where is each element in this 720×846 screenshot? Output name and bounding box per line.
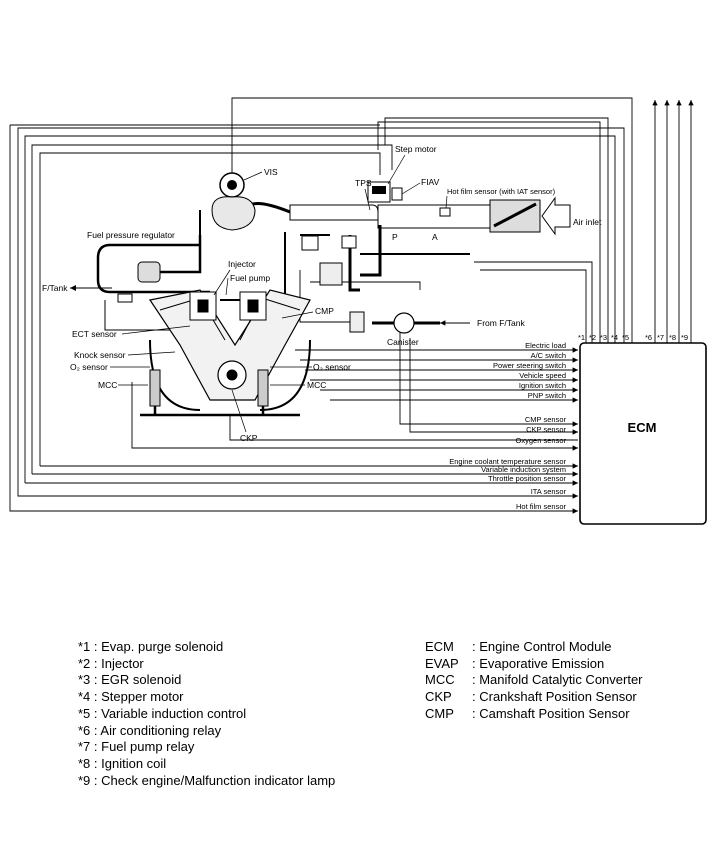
input-label: CMP sensor <box>525 415 567 424</box>
output-wires <box>17 97 633 490</box>
legend-abbreviations: ECM : Engine Control Module EVAP : Evapora… <box>425 639 643 723</box>
legend-item: *2 : Injector <box>78 655 144 671</box>
legend-item: *5 : Variable induction control <box>78 705 247 721</box>
input-label: Engine coolant temperature sensor <box>449 457 566 466</box>
o2-sensor-left-label: O₂ sensor <box>70 362 108 372</box>
ftank-left-label: F/Tank <box>42 283 68 293</box>
legend-item: *9 : Check engine/Malfunction indicator … <box>78 772 336 788</box>
engine-block <box>149 289 311 411</box>
mcc-left <box>149 369 161 407</box>
legend-item: *3 : EGR solenoid <box>78 672 182 688</box>
relay-arrows <box>652 100 694 343</box>
abbreviation-item: CKP : Crankshaft Position Sensor <box>425 689 643 706</box>
fuel-filter <box>117 293 133 303</box>
injector-label: Injector <box>228 259 256 269</box>
legend-item: *1 : Evap. purge solenoid <box>78 639 224 654</box>
pin-label: *8 <box>669 333 676 342</box>
input-label: Hot film sensor <box>516 502 567 511</box>
ect-sensor-label: ECT sensor <box>72 329 117 339</box>
pin-label: *1 <box>578 333 585 342</box>
input-labels: Electric load A/C switch Power steering … <box>449 341 566 511</box>
mcc-right-label: MCC <box>307 380 326 390</box>
hot-film-label: Hot film sensor (with IAT sensor) <box>447 187 556 196</box>
legend-item: *6 : Air conditioning relay <box>78 722 222 738</box>
pin-label: *6 <box>645 333 652 342</box>
exhaust-pipes <box>140 406 300 417</box>
pin-label: *7 <box>657 333 664 342</box>
abbreviation: CKP <box>425 689 452 705</box>
input-label: Ignition switch <box>519 381 566 390</box>
abbreviation-item: MCC : Manifold Catalytic Converter <box>425 672 643 689</box>
input-label: Throttle position sensor <box>488 474 566 483</box>
mcc-right <box>257 369 269 407</box>
input-label: Vehicle speed <box>519 371 566 380</box>
air-inlet-arrow <box>541 196 571 236</box>
ckp-label: CKP <box>240 433 258 443</box>
input-label: CKP sensor <box>526 425 566 434</box>
input-label: Variable induction system <box>481 465 566 474</box>
abbreviation-desc: : Engine Control Module <box>472 639 612 654</box>
abbreviation-item: EVAP : Evaporative Emission <box>425 656 643 673</box>
ecm-label: ECM <box>628 420 657 435</box>
legend-pin-list: *1 : Evap. purge solenoid *2 : Injector … <box>78 639 335 789</box>
step-motor-label: Step motor <box>395 144 437 154</box>
pin-label: *4 <box>611 333 618 342</box>
abbreviation-item: CMP : Camshaft Position Sensor <box>425 706 643 723</box>
o2-sensor-right-label: O₂ sensor <box>313 362 351 372</box>
vis-valve <box>211 172 256 231</box>
fuel-pressure-regulator-label: Fuel pressure regulator <box>87 230 175 240</box>
knock-sensor-label: Knock sensor <box>74 350 126 360</box>
fuel-pump-label: Fuel pump <box>230 273 270 283</box>
intake-duct <box>249 199 541 233</box>
abbreviation-desc: : Evaporative Emission <box>472 655 605 671</box>
legend-item: *4 : Stepper motor <box>78 689 184 705</box>
canister-label: Canister <box>387 337 419 347</box>
ecm-pin-labels: *1 *2 *3 *4 *5 *6 *7 *8 *9 <box>578 333 688 342</box>
mcc-left-label: MCC <box>98 380 117 390</box>
abbreviation-desc: : Crankshaft Position Sensor <box>472 689 637 705</box>
legend-item: *7 : Fuel pump relay <box>78 739 195 755</box>
abbreviation: CMP <box>425 705 454 721</box>
input-label: Power steering switch <box>493 361 566 370</box>
tps-label: TPS <box>355 178 372 188</box>
step-motor <box>367 181 403 203</box>
input-label: PNP switch <box>528 391 566 400</box>
fuel-pressure-regulator <box>137 261 161 283</box>
input-wires <box>9 124 578 514</box>
vis-label: VIS <box>264 167 278 177</box>
from-ftank-label: From F/Tank <box>477 318 525 328</box>
abbreviation: EVAP <box>425 655 459 671</box>
pin-label: *2 <box>589 333 596 342</box>
input-label: A/C switch <box>531 351 566 360</box>
abbreviation-desc: : Camshaft Position Sensor <box>472 705 630 721</box>
fiav-label: FIAV <box>421 177 440 187</box>
abbreviation: MCC <box>425 672 455 688</box>
port-a-label: A <box>432 232 438 242</box>
legend-item: *8 : Ignition coil <box>78 755 167 771</box>
pin-label: *5 <box>622 333 629 342</box>
input-label: ITA sensor <box>531 487 567 496</box>
pin-label: *9 <box>681 333 688 342</box>
canister <box>393 312 415 334</box>
abbreviation-desc: : Manifold Catalytic Converter <box>472 672 643 688</box>
purge-solenoid <box>301 235 365 333</box>
input-label: Oxygen sensor <box>516 436 567 445</box>
pin-label: *3 <box>600 333 607 342</box>
hot-film-sensor <box>439 207 451 217</box>
air-inlet-label: Air inlet <box>573 217 602 227</box>
input-label: Electric load <box>525 341 566 350</box>
ecm-box <box>579 342 707 525</box>
cmp-label: CMP <box>315 306 334 316</box>
port-p-label: P <box>392 232 398 242</box>
abbreviation: ECM <box>425 639 454 654</box>
abbreviation-item: ECM : Engine Control Module <box>425 639 643 656</box>
